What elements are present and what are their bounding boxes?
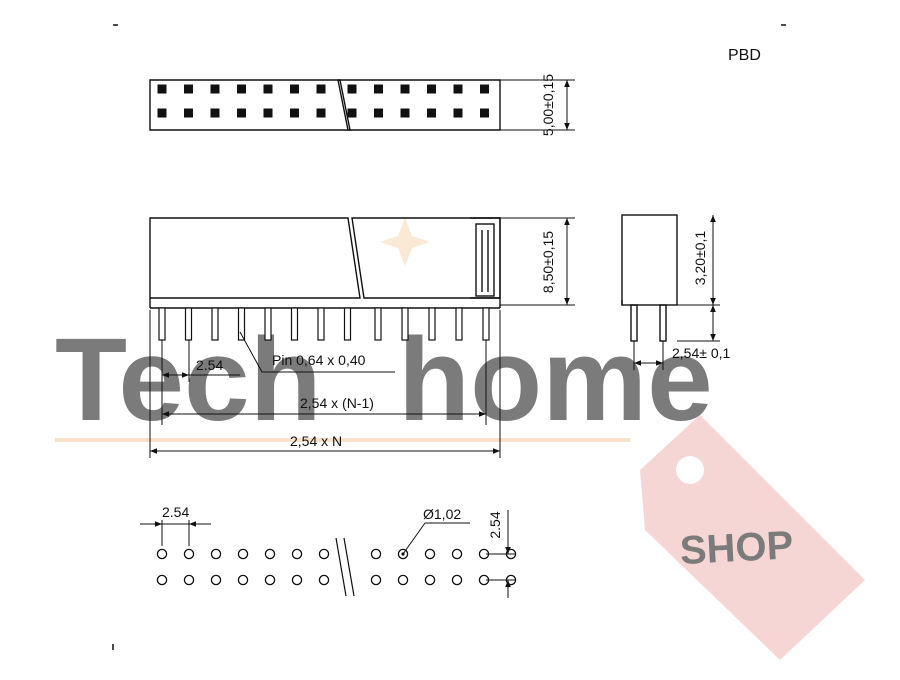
pin-cavity (184, 84, 193, 94)
pin-cavity (374, 84, 383, 94)
pin-cavity (453, 84, 463, 94)
pin (343, 307, 352, 341)
pin-cavity (263, 84, 273, 94)
pin-cavity (453, 108, 463, 118)
front-view-height-dim: 8,50±0,15 (540, 231, 556, 293)
front-view-pins (158, 307, 490, 341)
pad-hole (451, 574, 463, 586)
footprint-row-pitch-dim: 2.54 (487, 511, 503, 538)
footprint-hole-dim: Ø1,02 (423, 506, 461, 522)
pad-hole (264, 574, 276, 586)
pin-cavity (184, 108, 193, 118)
pad-hole (424, 574, 436, 586)
pin-cavity (427, 84, 436, 94)
pin (317, 307, 325, 341)
front-view-overall-dim: 2,54 x N (290, 433, 342, 449)
pin-cavity (347, 108, 357, 118)
pin-cavity (237, 84, 246, 94)
watermark-shop-tag: SHOP (640, 415, 865, 660)
pin-cavity (427, 108, 436, 118)
pad-hole (210, 548, 222, 560)
pad-hole (318, 548, 330, 560)
pin-cavity (347, 84, 357, 94)
watermark-tag-text: SHOP (679, 523, 795, 573)
pad-hole (210, 574, 222, 586)
side-view-pitch-dim: 2,54± 0,1 (672, 345, 730, 361)
top-view (149, 79, 575, 131)
pin-cavity (290, 84, 299, 94)
pad-hole (237, 548, 249, 560)
pin-cavity (210, 108, 220, 118)
pin (290, 307, 299, 341)
pin-cavity (316, 108, 326, 118)
front-view-pin-note: Pin 0,64 x 0,40 (272, 352, 366, 368)
pin (455, 307, 463, 341)
pcb-footprint (140, 510, 517, 598)
corner-marks (112, 24, 786, 650)
pin-cavity (290, 108, 299, 118)
pin (237, 307, 246, 341)
pin-cavity (480, 108, 489, 118)
pad-hole (183, 574, 195, 586)
pad-hole (451, 548, 463, 560)
top-view-pin-cavities (157, 84, 489, 118)
pad-hole (156, 548, 168, 560)
pad-hole (318, 574, 330, 586)
front-view-pitch-dim: 2.54 (196, 357, 223, 373)
pin (401, 307, 409, 341)
pad-hole (370, 574, 382, 586)
pad-hole (291, 548, 303, 560)
pin-cavity (237, 108, 246, 118)
pad-hole (397, 574, 409, 586)
pin-cavity (263, 108, 273, 118)
pin-cavity (316, 84, 326, 94)
watermark: Tech home SHOP (55, 218, 865, 660)
pad-hole (291, 574, 303, 586)
pin-cavity (374, 108, 383, 118)
pad-hole (424, 548, 436, 560)
pin (374, 307, 382, 341)
pin-cavity (400, 84, 410, 94)
pin (482, 307, 490, 341)
pin-cavity (157, 84, 167, 94)
pad-hole (183, 548, 195, 560)
front-view-span-dim: 2,54 x (N-1) (300, 395, 374, 411)
pin-cavity (157, 108, 167, 118)
pad-hole (264, 548, 276, 560)
pin (158, 307, 166, 341)
pad-hole (156, 574, 168, 586)
pin (211, 307, 219, 341)
front-view (149, 217, 575, 458)
pad-hole (237, 574, 249, 586)
drawing-code: PBD (728, 47, 761, 64)
top-view-height-dim: 5,00±0,15 (540, 74, 556, 136)
pin (428, 307, 436, 341)
side-view-height-dim: 3,20±0,1 (692, 231, 708, 286)
pin-cavity (210, 84, 220, 94)
footprint-holes (156, 548, 517, 586)
pin (264, 307, 272, 341)
pin-cavity (480, 84, 489, 94)
footprint-pitch-dim: 2.54 (162, 504, 189, 520)
watermark-sparkle-icon (380, 218, 430, 266)
pad-hole (370, 548, 382, 560)
pin (184, 307, 193, 341)
side-view (621, 214, 720, 370)
pin-cavity (400, 108, 410, 118)
